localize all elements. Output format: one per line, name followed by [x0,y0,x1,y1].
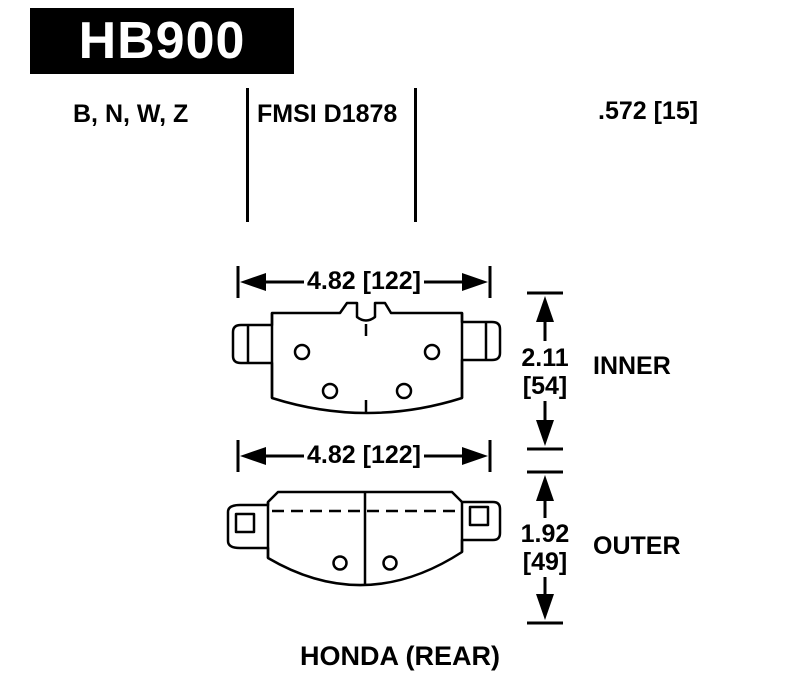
rivet-hole [293,343,311,361]
outer-pad-drawing [226,490,502,587]
arrowhead-left [240,447,266,465]
part-number-box: HB900 [30,8,294,74]
abutment-clip-left [234,512,256,534]
outer-pad-outline [226,490,502,587]
outer-width-dimension-lines [236,440,492,472]
arrowhead-right [462,273,488,291]
outer-height-dimension-in: 1.92 [520,520,570,548]
vehicle-application: HONDA (REAR) [300,641,500,671]
inner-width-dimension: 4.82 [122] [307,267,421,295]
inner-pad-label: INNER [593,352,671,380]
inner-pad-drawing [231,301,502,415]
arrowhead-down [536,594,554,620]
header-divider-right [414,88,417,222]
inner-height-dimension-lines [527,291,563,451]
inner-height-dimension-mm: [54] [522,372,568,400]
arrowhead-right [462,447,488,465]
rivet-hole [423,343,441,361]
arrowhead-left [240,273,266,291]
outer-width-dimension: 4.82 [122] [307,441,421,469]
arrowhead-up [536,296,554,322]
part-number: HB900 [78,12,246,70]
rivet-hole [382,555,398,571]
header-divider-left [246,88,249,222]
compound-codes: B, N, W, Z [73,100,189,128]
arrowhead-up [536,475,554,501]
fmsi-code: FMSI D1878 [257,100,398,128]
outer-pad-label: OUTER [593,532,681,560]
rivet-hole [332,555,348,571]
inner-height-dimension-in: 2.11 [521,344,569,372]
rivet-hole [321,382,339,400]
rivet-hole [395,382,413,400]
abutment-clip-right [468,505,490,527]
inner-width-dimension-lines [236,266,492,298]
pad-thickness: .572 [15] [598,97,699,125]
outer-height-dimension-lines [527,470,563,625]
arrowhead-down [536,420,554,446]
outer-height-dimension-mm: [49] [522,548,568,576]
